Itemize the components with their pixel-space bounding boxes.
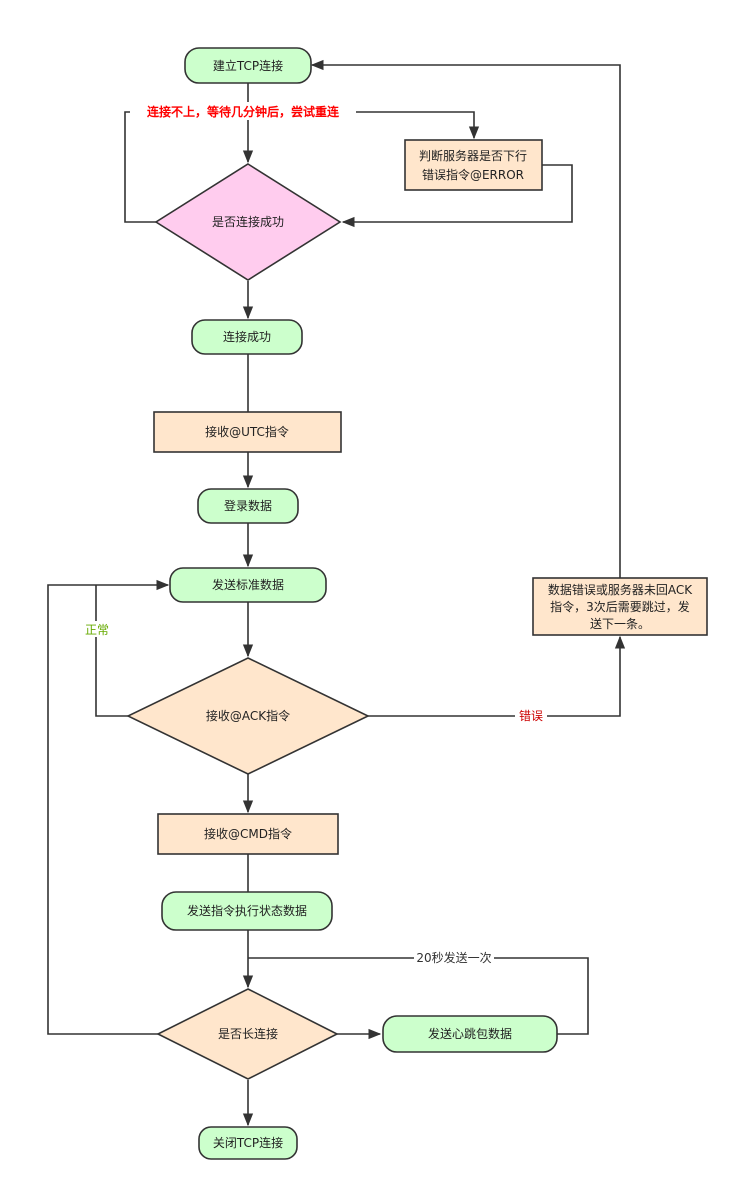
label-check-server-error-1: 判断服务器是否下行: [419, 148, 527, 163]
label-tcp-connect: 建立TCP连接: [213, 58, 283, 73]
label-recv-utc: 接收@UTC指令: [205, 424, 289, 439]
node-tcp-connect: [184, 47, 312, 84]
node-ack-decision: [126, 657, 370, 775]
edge-keepalive-loop: [47, 579, 170, 1035]
node-keepalive-decision: [156, 988, 339, 1080]
node-check-server-error: [404, 139, 543, 191]
label-send-standard: 发送标准数据: [212, 577, 284, 592]
edge-error-check-to-decision: [341, 164, 573, 228]
node-recv-utc: [153, 411, 342, 453]
node-connect-ok: [191, 319, 303, 355]
node-send-heartbeat: [382, 1015, 558, 1053]
label-data-error-2: 指令，3次后需要跳过，发: [550, 599, 690, 614]
node-send-standard: [169, 567, 327, 603]
label-keepalive-decision: 是否长连接: [218, 1026, 278, 1041]
edge-normal-loop: [95, 585, 128, 717]
label-ack-decision: 接收@ACK指令: [206, 708, 290, 723]
node-connect-decision: [154, 163, 342, 281]
label-send-heartbeat: 发送心跳包数据: [428, 1026, 512, 1041]
label-data-error-1: 数据错误或服务器未回ACK: [548, 582, 693, 597]
edge-label-normal: 正常: [85, 623, 109, 637]
node-close-tcp: [198, 1126, 298, 1160]
node-login-data: [197, 488, 299, 524]
label-send-cmd-status: 发送指令执行状态数据: [187, 903, 307, 918]
node-recv-cmd: [157, 813, 339, 855]
edge-label-heartbeat-interval: 20秒发送一次: [416, 950, 491, 965]
label-connect-decision: 是否连接成功: [212, 214, 284, 229]
edge-error-to-box: [368, 635, 626, 717]
label-login-data: 登录数据: [224, 498, 272, 513]
label-close-tcp: 关闭TCP连接: [213, 1135, 283, 1150]
edge-label-error: 错误: [519, 709, 543, 723]
label-recv-cmd: 接收@CMD指令: [204, 826, 292, 841]
edge-box-to-connect: [310, 59, 621, 578]
node-send-cmd-status: [161, 891, 333, 931]
edge-label-retry: 连接不上，等待几分钟后，尝试重连: [147, 104, 340, 119]
label-check-server-error-2: 错误指令@ERROR: [422, 167, 524, 182]
edges: [47, 59, 626, 1127]
label-data-error-3: 送下一条。: [590, 616, 650, 631]
error-label-bg: [515, 708, 547, 724]
normal-label-bg: [84, 621, 110, 637]
retry-label-bg: [130, 102, 356, 120]
node-data-error: [532, 577, 708, 636]
heartbeat-label-bg: [414, 950, 494, 966]
label-connect-ok: 连接成功: [223, 329, 271, 344]
